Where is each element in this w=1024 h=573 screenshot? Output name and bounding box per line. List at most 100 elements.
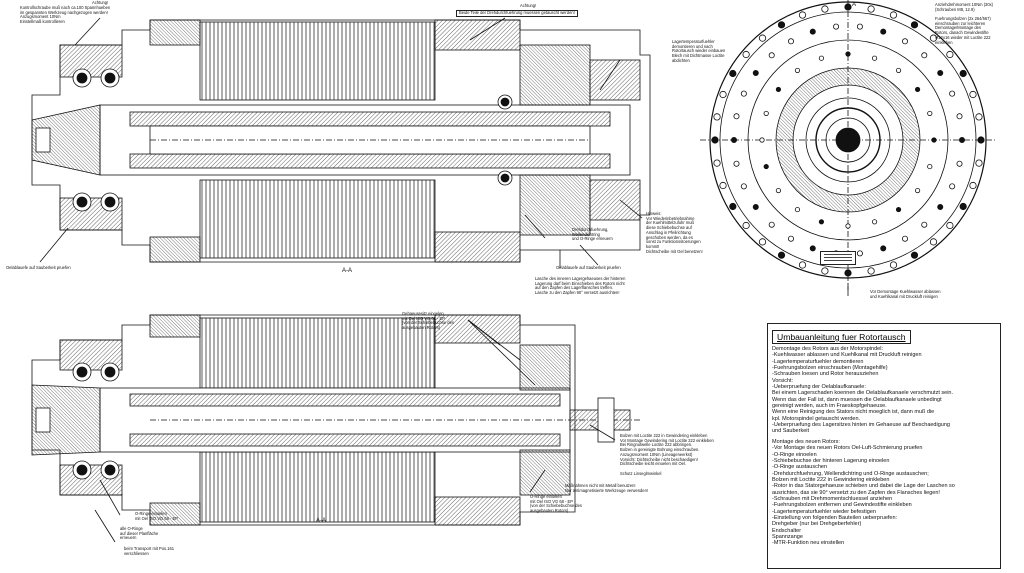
bolt-hole xyxy=(752,204,759,211)
note-laschen: Lasche des inneren Lagergehaeuses der hi… xyxy=(535,276,626,296)
bolt-hole xyxy=(910,21,919,29)
bolt-hole xyxy=(798,261,807,269)
instruction-line: Endschalter xyxy=(772,527,802,534)
bolt-hole xyxy=(821,5,829,13)
nameplate xyxy=(820,251,856,265)
bolt-hole xyxy=(809,28,816,35)
instruction-line: -Rotor in das Statorgehaeuse schieben un… xyxy=(772,483,955,490)
bolt-hole xyxy=(856,250,863,257)
bolt-hole xyxy=(880,28,887,35)
instruction-line: -Vor Montage des neuen Rotors Oel-Luft-S… xyxy=(772,445,923,452)
bolt-hole xyxy=(931,137,937,143)
instruction-line: Drehgeber (nur bei Drehgeberfehler) xyxy=(772,521,862,528)
instruction-line: Spannzange xyxy=(772,533,803,540)
note-kontrollschraube: Kontrollschraube muß nach ca.100 Spannhu… xyxy=(20,5,111,25)
instruction-line: -Fuehrungsbolzen entfernen und Gewindest… xyxy=(772,502,912,509)
instruction-line: Wenn eine Reinigung des Stators nicht mo… xyxy=(772,409,935,416)
instruction-line: ausrichten, das sie 90° versetzt zu den … xyxy=(772,489,940,496)
instruction-line: kpl. Motorspindel getauscht werden. xyxy=(772,415,861,422)
note-loctite: Bolzen mit Loctite 222 in Gewindering ei… xyxy=(620,433,714,467)
note-dichtring: alle O-Ringe auf dieser Planfläche erneu… xyxy=(120,526,159,541)
bolt-hole xyxy=(937,69,944,76)
bolt-hole xyxy=(809,245,816,252)
bolt-hole xyxy=(867,5,875,13)
bolt-hole xyxy=(729,202,737,211)
bolt-hole xyxy=(880,245,887,252)
bolt-hole xyxy=(902,235,909,242)
note-lagertemperaturfuehler: Lagertemperaturfuehler demontieren und n… xyxy=(672,39,726,63)
bolt-hole xyxy=(927,163,933,170)
note-hinweis: Hinweis: Vor Wiederinbetriebnahme der Ku… xyxy=(646,211,703,254)
bolt-hole xyxy=(742,50,750,59)
bolt-hole xyxy=(818,55,825,61)
note-fuehrungsbolzen: Fuehrungsbolzen (2x 264/567) einschraube… xyxy=(935,16,991,45)
bolt-circle xyxy=(711,3,985,277)
instruction-line: -Drehdurchfuehrung, Wellendichtring und … xyxy=(772,470,929,477)
note-oelablauefe-left: Oelablauefe auf Sauberkeit pruefen xyxy=(6,265,71,270)
bolt-hole xyxy=(777,21,786,29)
bolt-hole xyxy=(969,181,977,190)
bolt-hole xyxy=(871,219,878,225)
bolt-hole xyxy=(775,187,782,194)
bolt-hole xyxy=(844,269,852,277)
bolt-hole xyxy=(711,136,719,144)
bolt-hole xyxy=(956,160,963,167)
instruction-line: -Schrauben mit Drehmomentschluessel anzi… xyxy=(772,495,893,502)
note-achtung-center: Achtung! xyxy=(520,3,537,8)
note-drehdurchfuehrung-erneuern: Drehdurchfuehrung, Wellendichtring und O… xyxy=(572,227,613,242)
bolt-hole xyxy=(733,160,740,167)
bolt-hole xyxy=(959,202,967,211)
note-oring-left: O-Ringe einoelen mit Oel ISO VG 68 - EP xyxy=(135,511,178,521)
instruction-line: -Schrauben loesen und Rotor herausziehen xyxy=(772,371,879,378)
bolt-hole xyxy=(867,267,875,275)
bolt-hole xyxy=(977,136,985,144)
bolt-hole xyxy=(975,113,983,121)
bolt-hole xyxy=(921,52,928,59)
bolt-hole xyxy=(895,67,902,74)
instruction-line: -O-Ringe einoelen xyxy=(772,451,817,458)
bottom-section-label: A-A xyxy=(316,518,326,524)
note-metall: Maßnahmen nicht mit Metall benutzen! Nur… xyxy=(565,483,648,493)
instruction-line: -Ueberpruefung des Lagersitzes hinten im… xyxy=(772,422,950,429)
bolt-hole xyxy=(752,69,759,76)
instruction-line: Bolzen mit Loctite 222 in Gewindering ei… xyxy=(772,476,890,483)
bolt-hole xyxy=(959,136,966,143)
bolt-hole xyxy=(740,183,747,190)
bolt-hole xyxy=(729,69,737,78)
note-oelablauefe-right: Oelablauefe auf Sauberkeit pruefen xyxy=(556,265,621,270)
bolt-hole xyxy=(777,251,786,259)
bolt-hole xyxy=(927,110,933,117)
instruction-line: -Einstellung von folgenden Bauteilen ueb… xyxy=(772,514,898,521)
bolt-hole xyxy=(763,163,769,170)
bolt-hole xyxy=(937,204,944,211)
bolt-hole xyxy=(889,11,898,19)
note-oring-right: O-Ringe einoelen mit Oel ISO VG 68 - EP … xyxy=(530,494,582,514)
bolt-hole xyxy=(818,219,825,225)
bolt-hole xyxy=(946,221,954,230)
instruction-line: Vorsicht: xyxy=(772,377,794,384)
instruction-lines: Demontage des Rotors aus der Motorspinde… xyxy=(772,346,996,547)
bolt-hole xyxy=(798,11,807,19)
instruction-line: Bei einem Lagerschaden koennen die Oelab… xyxy=(772,390,954,397)
instruction-line: -Lagertemperaturfuehler wieder befestige… xyxy=(772,508,876,515)
bolt-hole xyxy=(758,34,767,42)
bolt-hole xyxy=(763,110,769,117)
bottom-section-view xyxy=(31,314,640,543)
bolt-hole xyxy=(719,90,727,99)
instruction-line: -MTR-Funktion neu einstellen xyxy=(772,540,845,547)
bolt-hole xyxy=(929,34,938,42)
instruction-line: Demontage des Rotors aus der Motorspinde… xyxy=(772,346,883,352)
note-achtung-left: Achtung! xyxy=(92,0,109,5)
note-drehdurchfuehrung-boxed: Beide Teile der Drehdurchfuehrung muesse… xyxy=(456,10,578,17)
bolt-hole xyxy=(740,90,747,97)
instruction-line: -Schiebebuchse der hinteren Lagerung ein… xyxy=(772,457,890,464)
top-section-view xyxy=(31,17,651,268)
bolt-hole xyxy=(845,51,851,57)
bolt-hole xyxy=(788,38,795,45)
instruction-line: -Ueberpruefung der Oelablaufkanaele: xyxy=(772,384,866,391)
instruction-line: und Sauberkeit xyxy=(772,428,809,435)
bolt-hole xyxy=(921,221,928,228)
bolt-hole xyxy=(821,267,829,275)
bolt-hole xyxy=(788,235,795,242)
end-view xyxy=(700,0,996,296)
